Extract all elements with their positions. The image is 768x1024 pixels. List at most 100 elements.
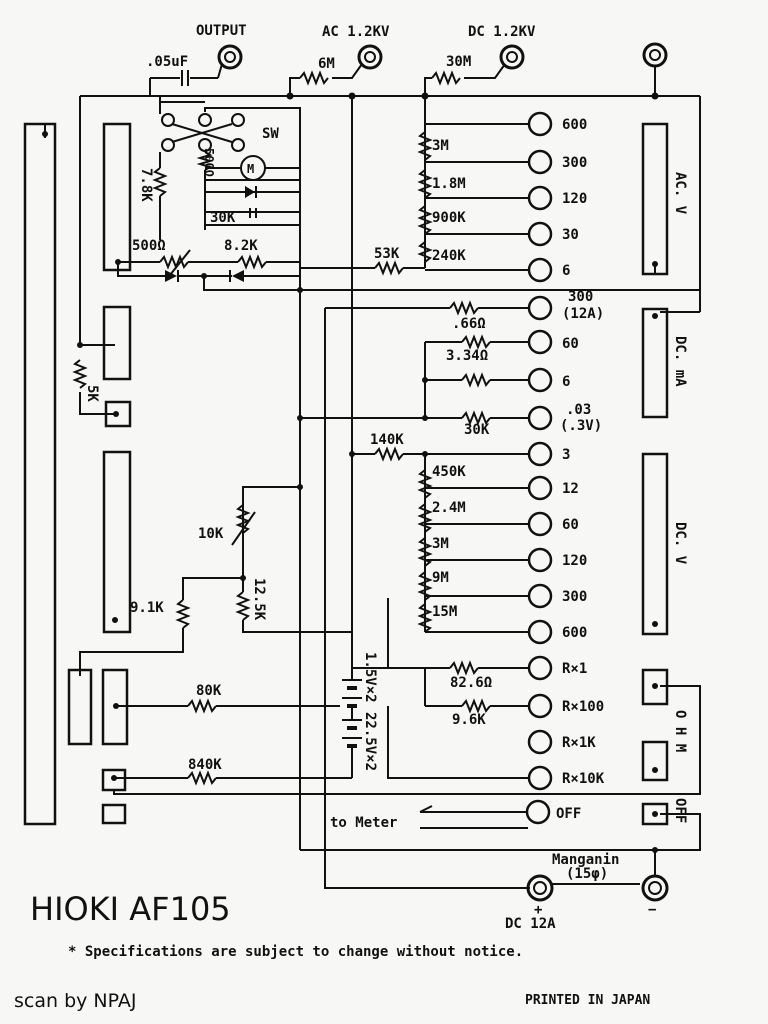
ac-hv-jack[interactable] [357,44,383,70]
r-80k-label: 80K [196,683,222,699]
ac-v-range-label: 120 [562,191,587,207]
ma-12a-note: (12A) [562,306,604,322]
dc-v-range-label: 12 [562,481,579,497]
dc-v-terminal-5[interactable] [527,619,553,645]
ac-res-label: 900K [432,210,466,226]
dc-v-terminal-1[interactable] [527,475,553,501]
dc-v-range-label: 60 [562,517,579,533]
function-switch[interactable] [161,113,245,152]
meter-symbol: M [205,155,300,181]
ac-v-range-label: 6 [562,263,570,279]
dc12a-minus-jack[interactable] [641,874,669,902]
ohm-range-label: R×100 [562,699,604,715]
ma-300-label: 300 [568,289,593,305]
r-12-5k-label: 12.5K [251,578,267,621]
to-meter-label: to Meter [330,815,397,831]
r-30k-ma-label: 30K [464,422,490,438]
res-6m-label: 6M [318,56,335,72]
ohm-terminal-2[interactable] [527,729,553,755]
dc-ma-bar[interactable] [641,307,669,419]
dc-v-range-label: 300 [562,589,587,605]
r-9-1k-label: 9.1K [130,600,164,616]
manganin-label: Manganin [552,852,619,868]
ac-v-range-label: 30 [562,227,579,243]
ac-v-terminal-4[interactable] [527,257,553,283]
ac-res-label: 240K [432,248,466,264]
switch-bar-2[interactable] [102,122,132,272]
switch-bar-3[interactable] [102,305,132,381]
r-9-6k-label: 9.6K [452,712,486,728]
dc-ma-terminal-3[interactable] [527,405,553,431]
dc-res-label: 15M [432,604,457,620]
ac-v-terminal-3[interactable] [527,221,553,247]
dc12a-plus-jack[interactable] [526,874,554,902]
ohm-range-label: R×10K [562,771,605,787]
battery-1-5v-label: 1.5V×2 [362,652,378,703]
off-terminal[interactable] [525,799,551,825]
dc-v-bar[interactable] [641,452,669,636]
r-840k-label: 840K [188,757,222,773]
dc-v-terminal-3[interactable] [527,547,553,573]
ac-v-terminal-2[interactable] [527,185,553,211]
r-82-6-label: 82.6Ω [450,675,492,691]
dc-v-range-label: 600 [562,625,587,641]
switch-contact-spare[interactable] [101,803,127,825]
ac-hv-label: AC 1.2KV [322,24,390,40]
ohm-bar-1[interactable] [641,668,669,706]
ac-v-terminal-0[interactable] [527,111,553,137]
switch-bar-5[interactable] [67,668,93,746]
ohm-range-label: R×1K [562,735,596,751]
model-title: HIOKI AF105 [30,890,231,928]
pot-500-label: 500Ω [202,148,216,177]
ohm-terminal-1[interactable] [527,693,553,719]
ohm-terminal-3[interactable] [527,765,553,791]
dc-ma-terminal-0[interactable] [527,295,553,321]
scan-credit: scan by NPAJ [14,990,137,1012]
ma-60-label: 60 [562,336,579,352]
switch-bar-4[interactable] [102,450,132,634]
ac-res-label: 1.8M [432,176,466,192]
meter-label: M [247,162,254,176]
r-30k-sw-label: 30K [210,210,236,226]
ac-v-range-label: 300 [562,155,587,171]
dc-v-terminal-0[interactable] [527,441,553,467]
common-jack-top[interactable] [642,42,668,68]
plus-label: + [534,902,542,918]
ma-003-label: .03 [566,402,591,418]
battery-22-5v [342,719,362,748]
ac-v-label: AC. V [672,172,688,215]
ohm-bar-2[interactable] [641,740,669,782]
ac-v-terminal-1[interactable] [527,149,553,175]
shunt-value-label: (15φ) [566,866,608,882]
rotary-switch-bar-1[interactable] [23,122,57,826]
cap-label: .05uF [146,54,188,70]
ohm-range-label: R×1 [562,661,587,677]
res-30m-label: 30M [446,54,471,70]
dc-v-terminal-4[interactable] [527,583,553,609]
spec-note: * Specifications are subject to change w… [68,944,524,960]
r-140k-label: 140K [370,432,404,448]
ac-v-range-label: 600 [562,117,587,133]
dc-v-terminal-2[interactable] [527,511,553,537]
battery-1-5v [342,679,362,708]
ac-v-bar[interactable] [641,122,669,276]
dc-ma-label: DC. mA [672,336,688,387]
output-jack[interactable] [217,44,243,70]
r-066-label: .66Ω [452,316,486,332]
dc-ma-terminal-2[interactable] [527,367,553,393]
r-10k-label: 10K [198,526,224,542]
output-capacitor [149,63,223,95]
dc-v-range-label: 3 [562,447,570,463]
dc-hv-jack[interactable] [499,44,525,70]
r-5k-label: 5K [84,385,100,402]
dc-hv-label: DC 1.2KV [468,24,536,40]
sw-label: SW [262,126,279,142]
ohm-terminal-0[interactable] [527,655,553,681]
dc-res-label: 450K [432,464,466,480]
dc-v-label: DC. V [672,522,688,565]
r-7-8k-label: 7.8K [138,168,154,202]
output-label: OUTPUT [196,23,247,39]
dc-ma-terminal-1[interactable] [527,329,553,355]
r-334-label: 3.34Ω [446,348,488,364]
